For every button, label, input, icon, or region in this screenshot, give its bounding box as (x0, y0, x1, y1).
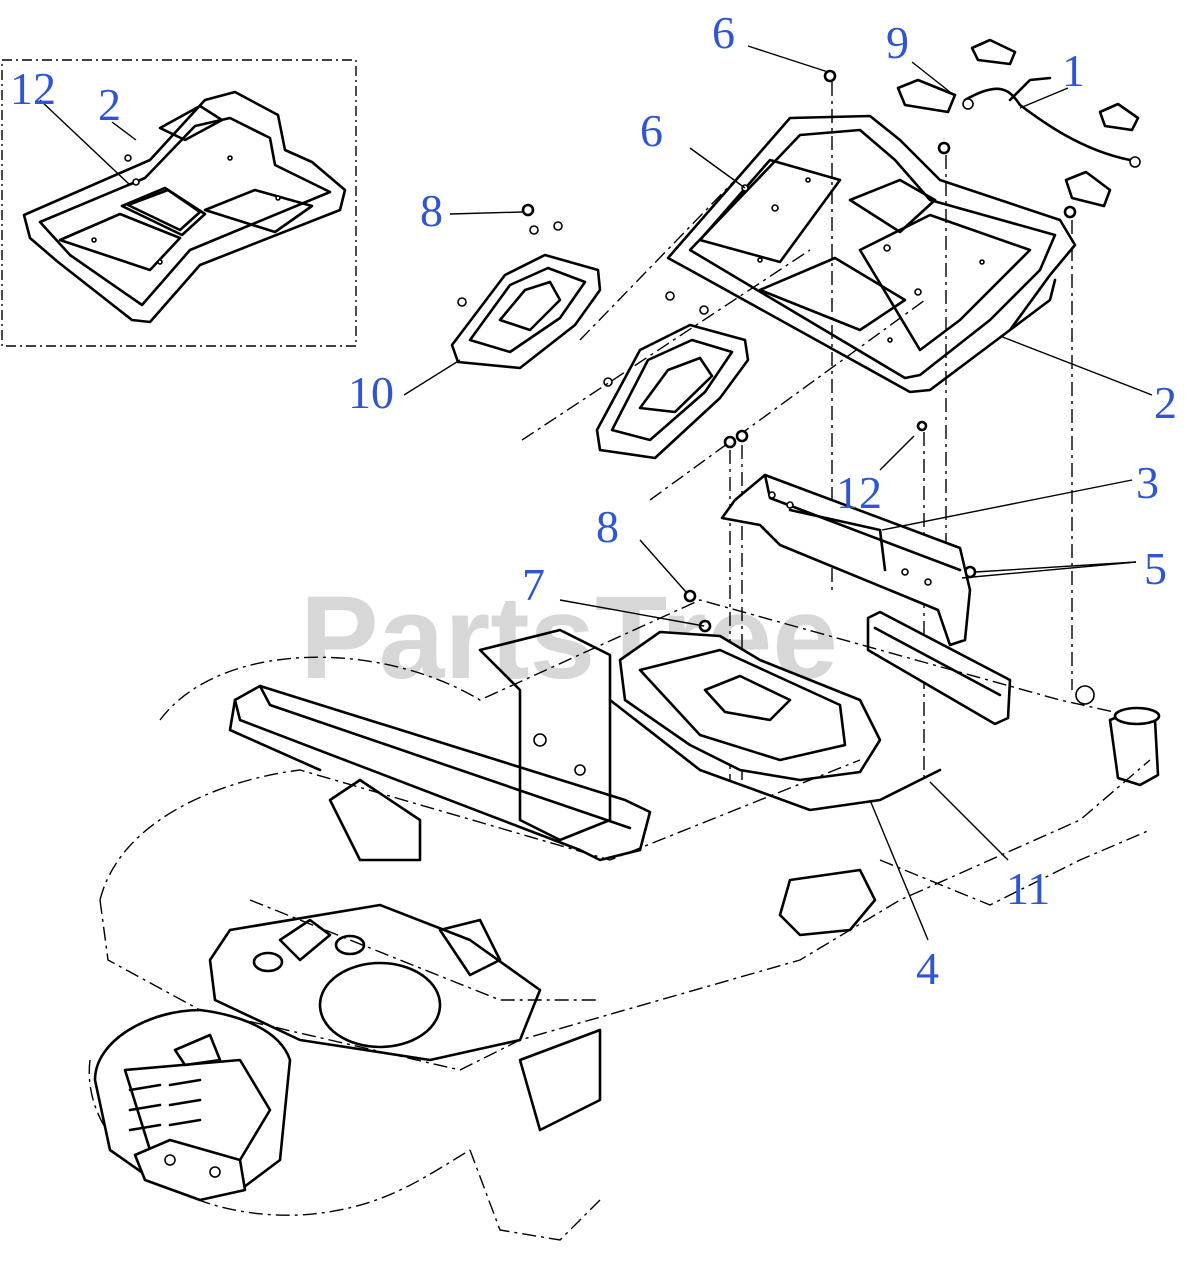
front-grille (93, 1008, 292, 1202)
callout-1: 1 (1062, 45, 1085, 96)
seat-bracket (720, 473, 972, 647)
seat-switch-a (896, 38, 1140, 208)
callout-6-top: 6 (712, 7, 735, 58)
inset-seat-pan (22, 90, 347, 324)
callout-12: 12 (836, 467, 882, 518)
wire-harness (962, 76, 1141, 168)
callout-12-inset: 12 (10, 63, 56, 114)
callout-11: 11 (1006, 863, 1050, 914)
callout-7: 7 (522, 559, 545, 610)
callout-6-mid: 6 (640, 105, 663, 156)
inset-detail (1, 59, 357, 347)
callout-9: 9 (886, 17, 909, 68)
seat-rail (866, 610, 1012, 726)
seat-pad-left (450, 221, 602, 370)
callout-2: 2 (1154, 377, 1177, 428)
callout-8-mid: 8 (596, 501, 619, 552)
seat-pan (666, 114, 1077, 394)
seat-pad-right (595, 291, 750, 460)
callout-3: 3 (1136, 457, 1159, 508)
leader-lines (403, 45, 1153, 941)
seat-plate (608, 630, 942, 812)
callout-5: 5 (1144, 543, 1167, 594)
callout-10: 10 (348, 367, 394, 418)
callout-2-inset: 2 (98, 79, 121, 130)
callout-labels: 12 2 6 9 1 6 8 10 2 12 3 8 5 7 11 4 (10, 7, 1177, 994)
callout-8-top: 8 (420, 185, 443, 236)
floor-pan (208, 903, 542, 1062)
callout-4: 4 (916, 943, 939, 994)
